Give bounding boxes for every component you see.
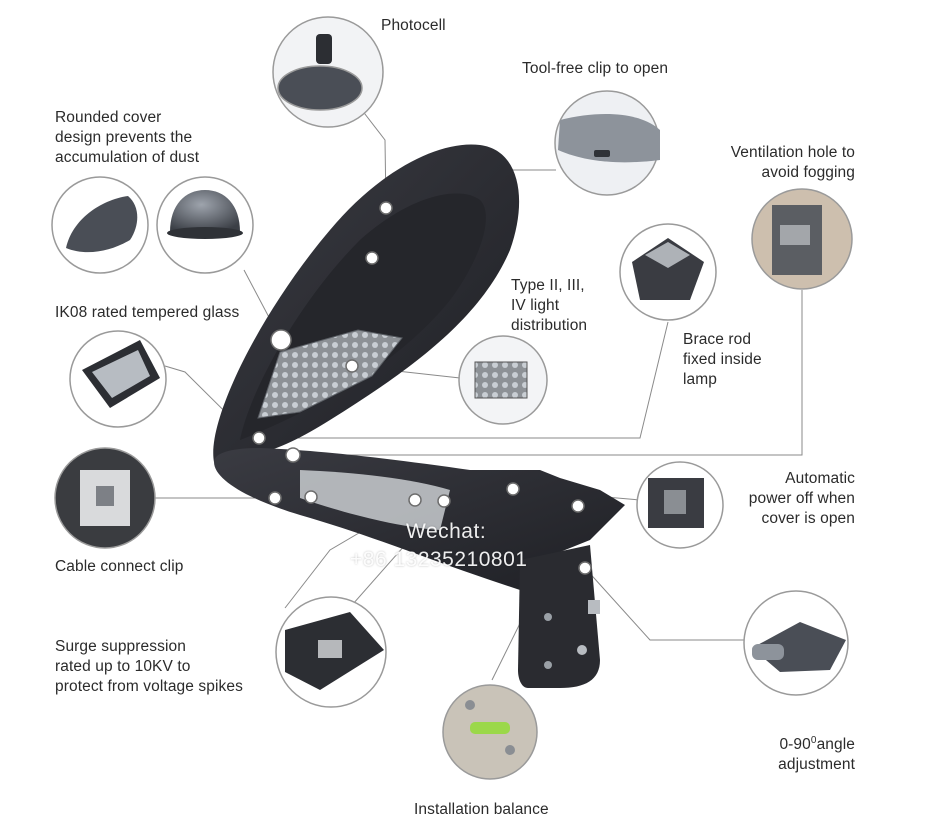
leader-angle	[584, 567, 748, 641]
marker-surge	[408, 493, 422, 507]
detail-circles	[51, 16, 853, 780]
marker-tool-free-clip	[365, 251, 379, 265]
watermark-line1: Wechat:	[406, 520, 487, 543]
marker-balance	[571, 499, 585, 513]
label-brace-rod: Brace rod fixed inside lamp	[683, 331, 762, 388]
angle-prefix: 0-90	[779, 736, 811, 754]
detail-surge	[275, 596, 387, 708]
label-photocell: Photocell	[381, 17, 446, 34]
label-angle-adjustment: 0-900angle adjustment	[778, 711, 855, 775]
lamp-body	[213, 144, 625, 688]
detail-balance	[442, 684, 538, 780]
label-cable-clip: Cable connect clip	[55, 558, 184, 575]
led-panel	[257, 329, 403, 419]
detail-rounded-cover-dome	[156, 176, 254, 274]
label-tool-free-clip: Tool-free clip to open	[522, 60, 669, 77]
angle-suffix: angle adjustment	[778, 736, 855, 774]
detail-angle	[743, 590, 849, 696]
marker-auto-off	[506, 482, 520, 496]
marker-brace-rod	[252, 431, 266, 445]
leader-brace-rod	[259, 321, 669, 439]
detail-tempered-glass	[69, 330, 167, 428]
detail-brace-rod	[619, 223, 717, 321]
lamp-tray	[300, 470, 450, 530]
detail-photocell	[272, 16, 384, 128]
label-rounded-cover: Rounded cover design prevents the accumu…	[55, 109, 200, 166]
detail-rounded-cover-side	[51, 176, 149, 274]
marker-surge-2	[437, 494, 451, 508]
marker-angle	[578, 561, 592, 575]
detail-ventilation	[751, 188, 853, 290]
detail-cable-clip	[54, 447, 156, 549]
marker-led-panel	[345, 359, 359, 373]
leader-ventilation	[293, 290, 803, 456]
marker-tempered-glass	[304, 490, 318, 504]
label-installation-balance: Installation balance	[414, 801, 549, 818]
label-light-distribution: Type II, III, IV light distribution	[511, 277, 588, 334]
label-ventilation-hole: Ventilation hole to avoid fogging	[730, 144, 855, 181]
label-auto-power-off: Automatic power off when cover is open	[748, 470, 855, 527]
watermark-line2: +86 13235210801	[350, 548, 528, 571]
detail-auto-off	[636, 461, 724, 549]
detail-tool-free-clip	[554, 90, 660, 196]
angle-degree: 0	[810, 735, 817, 746]
marker-photocell	[379, 201, 393, 215]
label-surge: Surge suppression rated up to 10KV to pr…	[55, 638, 243, 695]
marker-ventilation	[285, 447, 301, 463]
marker-cable-clip	[268, 491, 282, 505]
marker-rounded-cover	[270, 329, 292, 351]
label-tempered-glass: IK08 rated tempered glass	[55, 304, 240, 321]
detail-led-panel	[458, 335, 548, 425]
callout-markers	[252, 201, 592, 575]
